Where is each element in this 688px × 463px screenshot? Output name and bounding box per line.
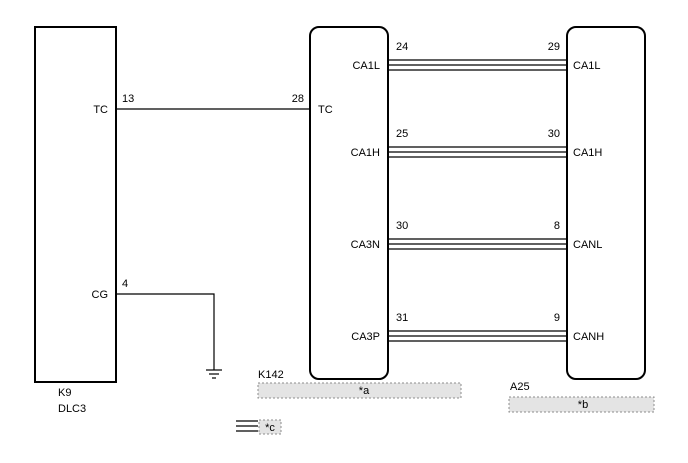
a25-pin-label-ca1h: CA1H	[573, 147, 602, 159]
k142-pin-num-30: 30	[396, 220, 408, 232]
k142-pin-num-24: 24	[396, 41, 408, 53]
a25-ecu-box	[566, 26, 646, 380]
k142-pin-label-ca3p: CA3P	[351, 331, 380, 343]
ground-icon	[206, 369, 222, 379]
k142-pin-label-ca1l: CA1L	[352, 60, 380, 72]
a25-tag-box	[508, 396, 655, 413]
a25-pin-label-canl: CANL	[573, 239, 602, 251]
dlc3-pin-label-cg: CG	[92, 289, 109, 301]
can-wire-ca1h	[388, 146, 567, 158]
k142-pin-num-28: 28	[292, 93, 304, 105]
a25-code: A25	[510, 381, 530, 393]
dlc3-code: K9	[58, 387, 71, 399]
k142-tag: *a	[359, 385, 370, 397]
dlc3-pin-num-4: 4	[122, 278, 128, 290]
dlc3-pin-label-tc: TC	[93, 104, 108, 116]
a25-pin-num-30: 30	[548, 128, 560, 140]
twisted-pair-legend-icon	[236, 420, 258, 432]
legend-tag-box	[258, 419, 282, 435]
k142-pin-label-tc: TC	[318, 104, 333, 116]
k142-pin-label-ca3n: CA3N	[351, 239, 380, 251]
k142-pin-num-25: 25	[396, 128, 408, 140]
a25-pin-num-8: 8	[554, 220, 560, 232]
k142-pin-num-31: 31	[396, 312, 408, 324]
can-wire-ca1l	[388, 59, 567, 71]
k142-pin-label-ca1h: CA1H	[351, 147, 380, 159]
a25-pin-label-canh: CANH	[573, 331, 604, 343]
a25-tag: *b	[578, 399, 588, 411]
can-wire-ca3p	[388, 330, 567, 342]
k142-code: K142	[258, 369, 284, 381]
legend-tag: *c	[265, 422, 275, 434]
k142-ecu-box	[309, 26, 389, 380]
can-wire-ca3n	[388, 238, 567, 250]
a25-pin-num-29: 29	[548, 41, 560, 53]
dlc3-name: DLC3	[58, 403, 86, 415]
dlc3-connector-box	[34, 26, 117, 383]
cg-wire	[116, 293, 215, 370]
dlc3-pin-num-13: 13	[122, 93, 134, 105]
k142-tag-box	[257, 382, 462, 399]
a25-pin-label-ca1l: CA1L	[573, 60, 601, 72]
a25-pin-num-9: 9	[554, 312, 560, 324]
